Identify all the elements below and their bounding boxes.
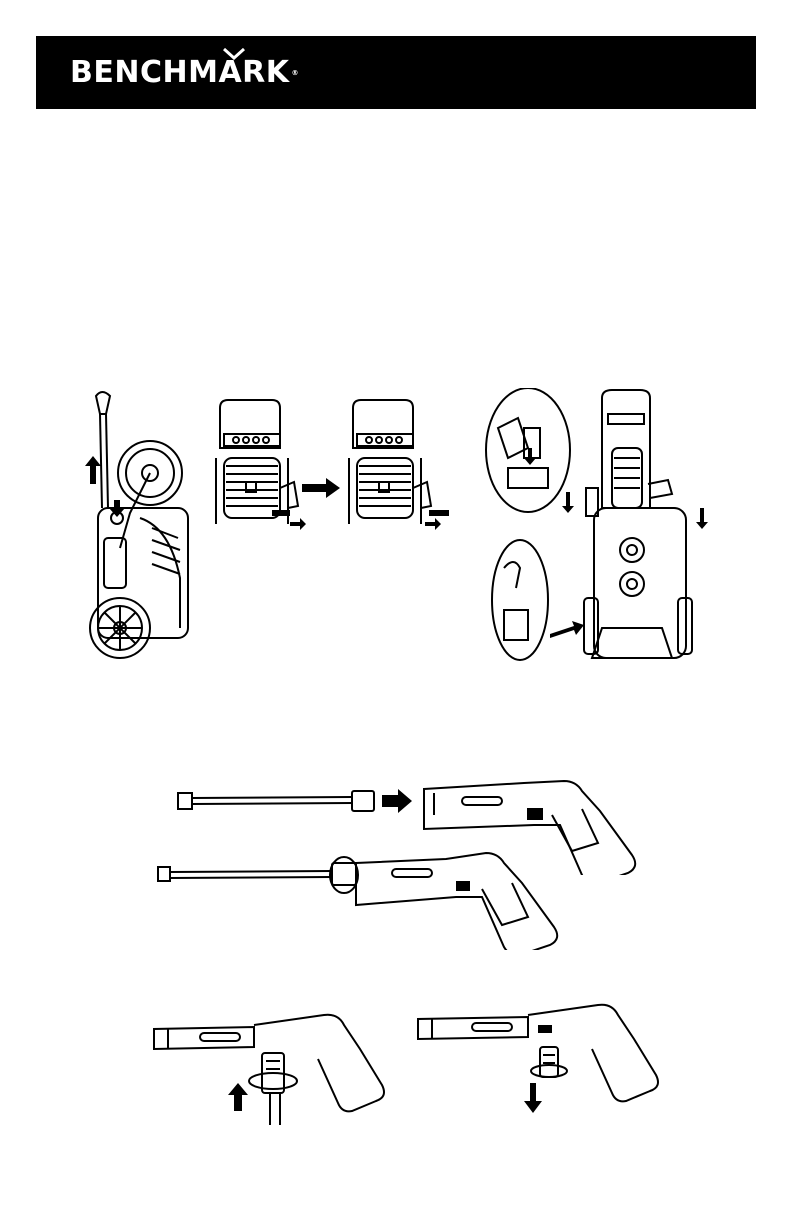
hose-to-gun-detach-figure bbox=[412, 985, 672, 1125]
header-bar: BENCHMARK® bbox=[36, 36, 756, 109]
hose-reel-icon bbox=[345, 398, 460, 533]
registered-mark: ® bbox=[292, 69, 300, 77]
pressure-washer-front-icon bbox=[478, 388, 718, 670]
unit-front-view-figure bbox=[478, 388, 718, 670]
spray-gun-icon bbox=[412, 985, 672, 1125]
hose-reel-icon bbox=[212, 398, 312, 533]
brand-logo: BENCHMARK® bbox=[70, 58, 299, 88]
logo-chevron-icon bbox=[223, 48, 245, 60]
brand-name: BENCHMARK bbox=[70, 55, 290, 90]
spray-wand-attached-figure bbox=[152, 845, 562, 950]
direction-arrow-icon bbox=[302, 478, 342, 498]
spray-gun-icon bbox=[148, 985, 398, 1125]
hose-to-gun-attach-figure bbox=[148, 985, 398, 1125]
spray-gun-icon bbox=[152, 845, 562, 950]
hose-reel-front-view-2-figure bbox=[345, 398, 460, 533]
hose-reel-front-view-1-figure bbox=[212, 398, 312, 533]
pressure-washer-side-icon bbox=[80, 388, 200, 663]
unit-side-view-figure bbox=[80, 388, 200, 663]
